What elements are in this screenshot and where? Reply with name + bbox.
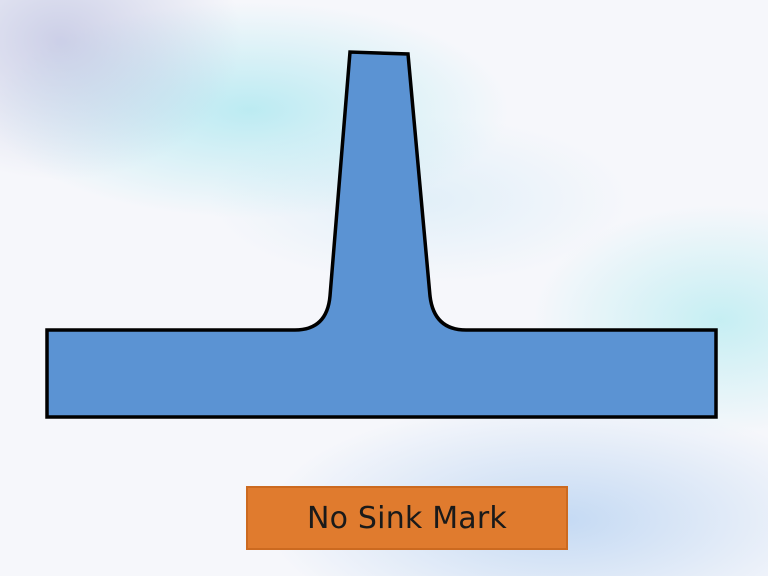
t-rib-cross-section (45, 50, 718, 419)
caption-text: No Sink Mark (306, 500, 507, 536)
caption-box: No Sink Mark (246, 486, 568, 550)
